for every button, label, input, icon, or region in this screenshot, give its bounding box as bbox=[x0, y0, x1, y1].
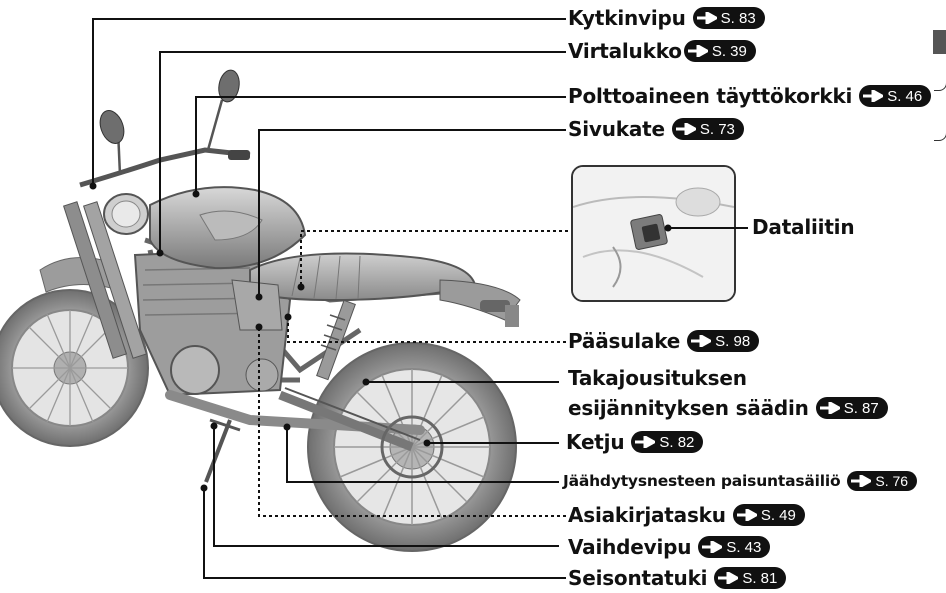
label-text: Virtalukko bbox=[568, 39, 682, 63]
page-reference[interactable]: S. 82 bbox=[631, 431, 703, 453]
label-text: Jäähdytysnesteen paisuntasäiliö bbox=[563, 472, 840, 490]
label-ketju: Ketju S. 82 bbox=[566, 430, 703, 454]
page-reference[interactable]: S. 98 bbox=[687, 330, 759, 352]
label-polttoaineen-tayttokorkki: Polttoaineen täyttökorkki S. 46 bbox=[568, 84, 931, 108]
page-reference[interactable]: S. 46 bbox=[859, 85, 931, 107]
right-arrow-icon bbox=[702, 541, 722, 553]
right-arrow-icon bbox=[737, 509, 757, 521]
page-reference[interactable]: S. 76 bbox=[847, 471, 917, 491]
page-reference[interactable]: S. 81 bbox=[714, 567, 786, 589]
page-reference[interactable]: S. 73 bbox=[672, 118, 744, 140]
label-esijannityksen-saadin: esijännityksen säädin S. 87 bbox=[568, 396, 888, 420]
label-text: Vaihdevipu bbox=[568, 535, 691, 559]
label-text: Dataliitin bbox=[752, 215, 854, 239]
label-text: Seisontatuki bbox=[568, 566, 707, 590]
label-kytkinvipu: Kytkinvipu S. 83 bbox=[568, 6, 765, 30]
right-arrow-icon bbox=[688, 45, 708, 57]
label-jaahdytysnesteen-paisuntasailio: Jäähdytysnesteen paisuntasäiliö S. 76 bbox=[563, 471, 917, 491]
label-text: Kytkinvipu bbox=[568, 6, 686, 30]
label-takajousituksen: Takajousituksen bbox=[568, 366, 747, 390]
page-reference[interactable]: S. 83 bbox=[693, 7, 765, 29]
label-text: Asiakirjatasku bbox=[568, 503, 726, 527]
label-text: Pääsulake bbox=[568, 329, 680, 353]
label-text: Takajousituksen bbox=[568, 366, 747, 390]
label-paasulake: Pääsulake S. 98 bbox=[568, 329, 759, 353]
page-tab-marker bbox=[933, 30, 946, 54]
label-seisontatuki: Seisontatuki S. 81 bbox=[568, 566, 786, 590]
right-arrow-icon bbox=[863, 90, 883, 102]
label-sivukate: Sivukate S. 73 bbox=[568, 117, 744, 141]
page-reference[interactable]: S. 43 bbox=[698, 536, 770, 558]
right-arrow-icon bbox=[697, 12, 717, 24]
right-arrow-icon bbox=[718, 572, 738, 584]
page-edge-mark bbox=[934, 78, 946, 91]
page-edge-mark bbox=[934, 128, 946, 141]
label-vaihdevipu: Vaihdevipu S. 43 bbox=[568, 535, 770, 559]
right-arrow-icon bbox=[820, 402, 840, 414]
right-arrow-icon bbox=[635, 436, 655, 448]
label-text: Ketju bbox=[566, 430, 624, 454]
page-reference[interactable]: S. 87 bbox=[816, 397, 888, 419]
right-arrow-icon bbox=[691, 335, 711, 347]
label-asiakirjatasku: Asiakirjatasku S. 49 bbox=[568, 503, 805, 527]
label-text: esijännityksen säädin bbox=[568, 396, 809, 420]
label-text: Polttoaineen täyttökorkki bbox=[568, 84, 852, 108]
page-reference[interactable]: S. 39 bbox=[684, 40, 756, 62]
label-virtalukko: Virtalukko S. 39 bbox=[568, 39, 756, 63]
label-text: Sivukate bbox=[568, 117, 665, 141]
label-dataliitin: Dataliitin bbox=[752, 215, 854, 239]
right-arrow-icon bbox=[676, 123, 696, 135]
right-arrow-icon bbox=[851, 475, 871, 487]
page-reference[interactable]: S. 49 bbox=[733, 504, 805, 526]
